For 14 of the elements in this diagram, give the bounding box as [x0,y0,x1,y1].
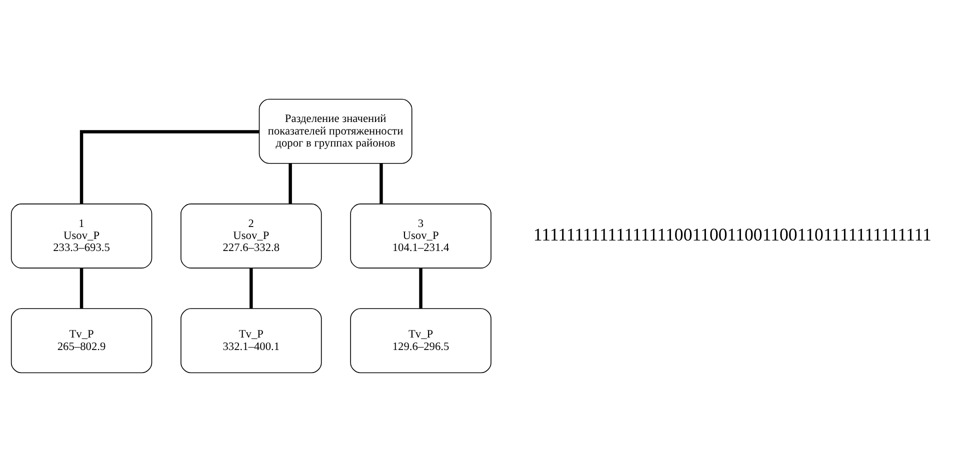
node-box: Tv_P 332.1–400.1 [180,308,322,373]
connector [80,268,84,308]
connector [250,268,253,308]
node-box: 2 Usov_P 227.6–332.8 [180,203,322,268]
connector [419,268,422,308]
connector [80,130,259,204]
label: 11111111111111111001100110011001101111111111111 [533,224,932,244]
node-box: Разделение значений показателей протяженности дорог в группах районов [258,98,412,164]
connector [380,163,383,204]
node-box: Tv_P 265–802.9 [10,308,152,373]
node-box: 1 Usov_P 233.3–693.5 [10,203,152,268]
connector [288,163,292,204]
node-box: Tv_P 129.6–296.5 [350,308,492,373]
node-box: 3 Usov_P 104.1–231.4 [350,203,492,268]
